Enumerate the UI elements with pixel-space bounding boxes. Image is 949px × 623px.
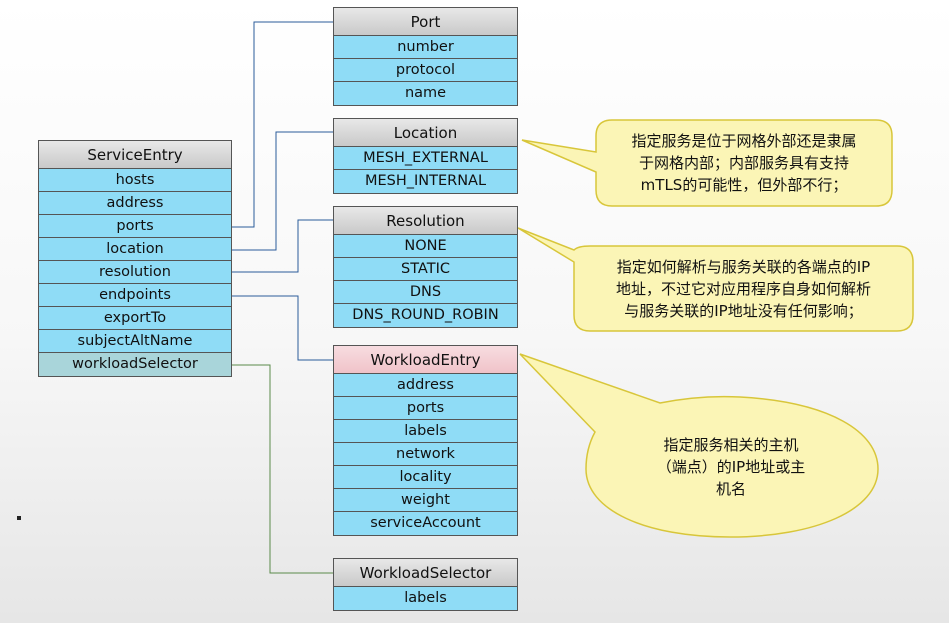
callout-location-bubble: [521, 119, 893, 207]
callout-location-line: 指定服务是位于网格外部还是隶属: [631, 132, 857, 150]
workload-entry-field-address: address: [334, 374, 517, 397]
connector-location-location: [232, 131, 333, 251]
service-entry-field-workloadselector: workloadSelector: [39, 353, 231, 376]
port-box: Port number protocol name: [333, 7, 518, 106]
workload-entry-field-ports: ports: [334, 397, 517, 420]
callout-location-line: 于网格内部；内部服务具有支持: [638, 154, 849, 172]
bullet-dot: [17, 516, 21, 520]
callout-workloadentry-line: （端点）的IP地址或主: [656, 458, 806, 476]
callout-location-line: mTLS的可能性，但外部不行；: [640, 176, 848, 194]
callout-resolution-bubble: [517, 227, 914, 332]
service-entry-field-location: location: [39, 238, 231, 261]
workload-entry-field-labels: labels: [334, 420, 517, 443]
port-field-protocol: protocol: [334, 59, 517, 82]
callout-resolution-line: 地址，不过它对应用程序自身如何解析: [615, 280, 871, 298]
resolution-field-none: NONE: [334, 235, 517, 258]
service-entry-field-resolution: resolution: [39, 261, 231, 284]
resolution-field-static: STATIC: [334, 258, 517, 281]
workload-entry-box: WorkloadEntry address ports labels netwo…: [333, 345, 518, 536]
callout-workloadentry-text: 指定服务相关的主机 （端点）的IP地址或主 机名: [620, 434, 842, 500]
service-entry-field-endpoints: endpoints: [39, 284, 231, 307]
connector-endpoints-workloadentry: [232, 295, 333, 361]
service-entry-field-hosts: hosts: [39, 169, 231, 192]
workload-selector-box: WorkloadSelector labels: [333, 558, 518, 611]
port-title: Port: [334, 8, 517, 36]
connector-selector-workloadselector: [232, 364, 333, 574]
connector-ports-port: [232, 21, 333, 228]
resolution-field-dns-round-robin: DNS_ROUND_ROBIN: [334, 304, 517, 327]
service-entry-field-address: address: [39, 192, 231, 215]
service-entry-field-subjectaltname: subjectAltName: [39, 330, 231, 353]
location-box: Location MESH_EXTERNAL MESH_INTERNAL: [333, 118, 518, 194]
service-entry-field-exportto: exportTo: [39, 307, 231, 330]
callout-workloadentry-line: 机名: [715, 480, 746, 498]
port-field-name: name: [334, 82, 517, 105]
location-field-mesh-external: MESH_EXTERNAL: [334, 147, 517, 170]
callout-resolution-line: 与服务关联的IP地址没有任何影响；: [624, 302, 863, 320]
service-entry-title: ServiceEntry: [39, 141, 231, 169]
callout-resolution-text: 指定如何解析与服务关联的各端点的IP 地址，不过它对应用程序自身如何解析 与服务…: [577, 256, 910, 322]
workload-entry-field-serviceaccount: serviceAccount: [334, 512, 517, 535]
workload-selector-title: WorkloadSelector: [334, 559, 517, 587]
location-field-mesh-internal: MESH_INTERNAL: [334, 170, 517, 193]
workload-entry-title: WorkloadEntry: [334, 346, 517, 374]
callout-resolution-line: 指定如何解析与服务关联的各端点的IP: [616, 258, 871, 276]
connector-resolution-resolution: [232, 219, 333, 273]
location-title: Location: [334, 119, 517, 147]
service-entry-field-ports: ports: [39, 215, 231, 238]
port-field-number: number: [334, 36, 517, 59]
callout-workloadentry-bubble: [519, 353, 879, 538]
workload-entry-field-network: network: [334, 443, 517, 466]
callout-location-text: 指定服务是位于网格外部还是隶属 于网格内部；内部服务具有支持 mTLS的可能性，…: [600, 130, 888, 196]
workload-selector-field-labels: labels: [334, 587, 517, 610]
callout-workloadentry-line: 指定服务相关的主机: [663, 436, 799, 454]
resolution-field-dns: DNS: [334, 281, 517, 304]
workload-entry-field-locality: locality: [334, 466, 517, 489]
resolution-title: Resolution: [334, 207, 517, 235]
workload-entry-field-weight: weight: [334, 489, 517, 512]
service-entry-box: ServiceEntry hosts address ports locatio…: [38, 140, 232, 377]
resolution-box: Resolution NONE STATIC DNS DNS_ROUND_ROB…: [333, 206, 518, 328]
